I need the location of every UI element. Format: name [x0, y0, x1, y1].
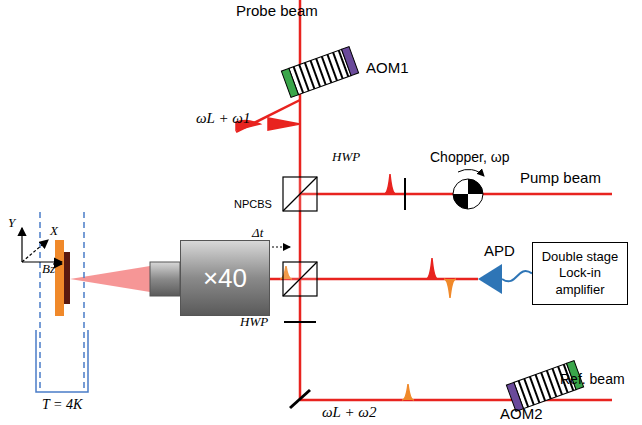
signal-cable [502, 271, 532, 281]
annotation-label: T = 4K [42, 397, 82, 412]
annotation-label: ωL + ω1 [196, 110, 250, 127]
apd-triangle [478, 264, 502, 294]
annotation-label: Chopper, ωp [430, 150, 509, 165]
apd-detector: APD [478, 264, 502, 294]
lock-in-box: Double stage Lock-in amplifier [532, 242, 628, 305]
objective-lens: ×40 [180, 240, 270, 316]
annotation-label: Probe beam [236, 3, 318, 20]
node-label: ×40 [203, 263, 247, 294]
annotation-label: NPCBS [234, 198, 272, 210]
annotation-label: Y [8, 216, 15, 230]
annotation-label: Pump beam [520, 170, 601, 187]
annotation-label: HWP [240, 315, 268, 329]
annotation-label: ωL + ω2 [322, 404, 376, 421]
annotation-label: HWP [332, 150, 360, 164]
annotation-label: Bz [42, 262, 55, 276]
annotation-label: Ref. beam [560, 372, 625, 387]
node-label: Double stage Lock-in amplifier [537, 249, 623, 298]
node-label: APD [484, 242, 515, 259]
annotation-label: X [50, 224, 58, 238]
annotation-label: Δt [252, 226, 263, 240]
annotation-label: AOM1 [366, 60, 409, 77]
annotation-label: AOM2 [500, 406, 543, 423]
